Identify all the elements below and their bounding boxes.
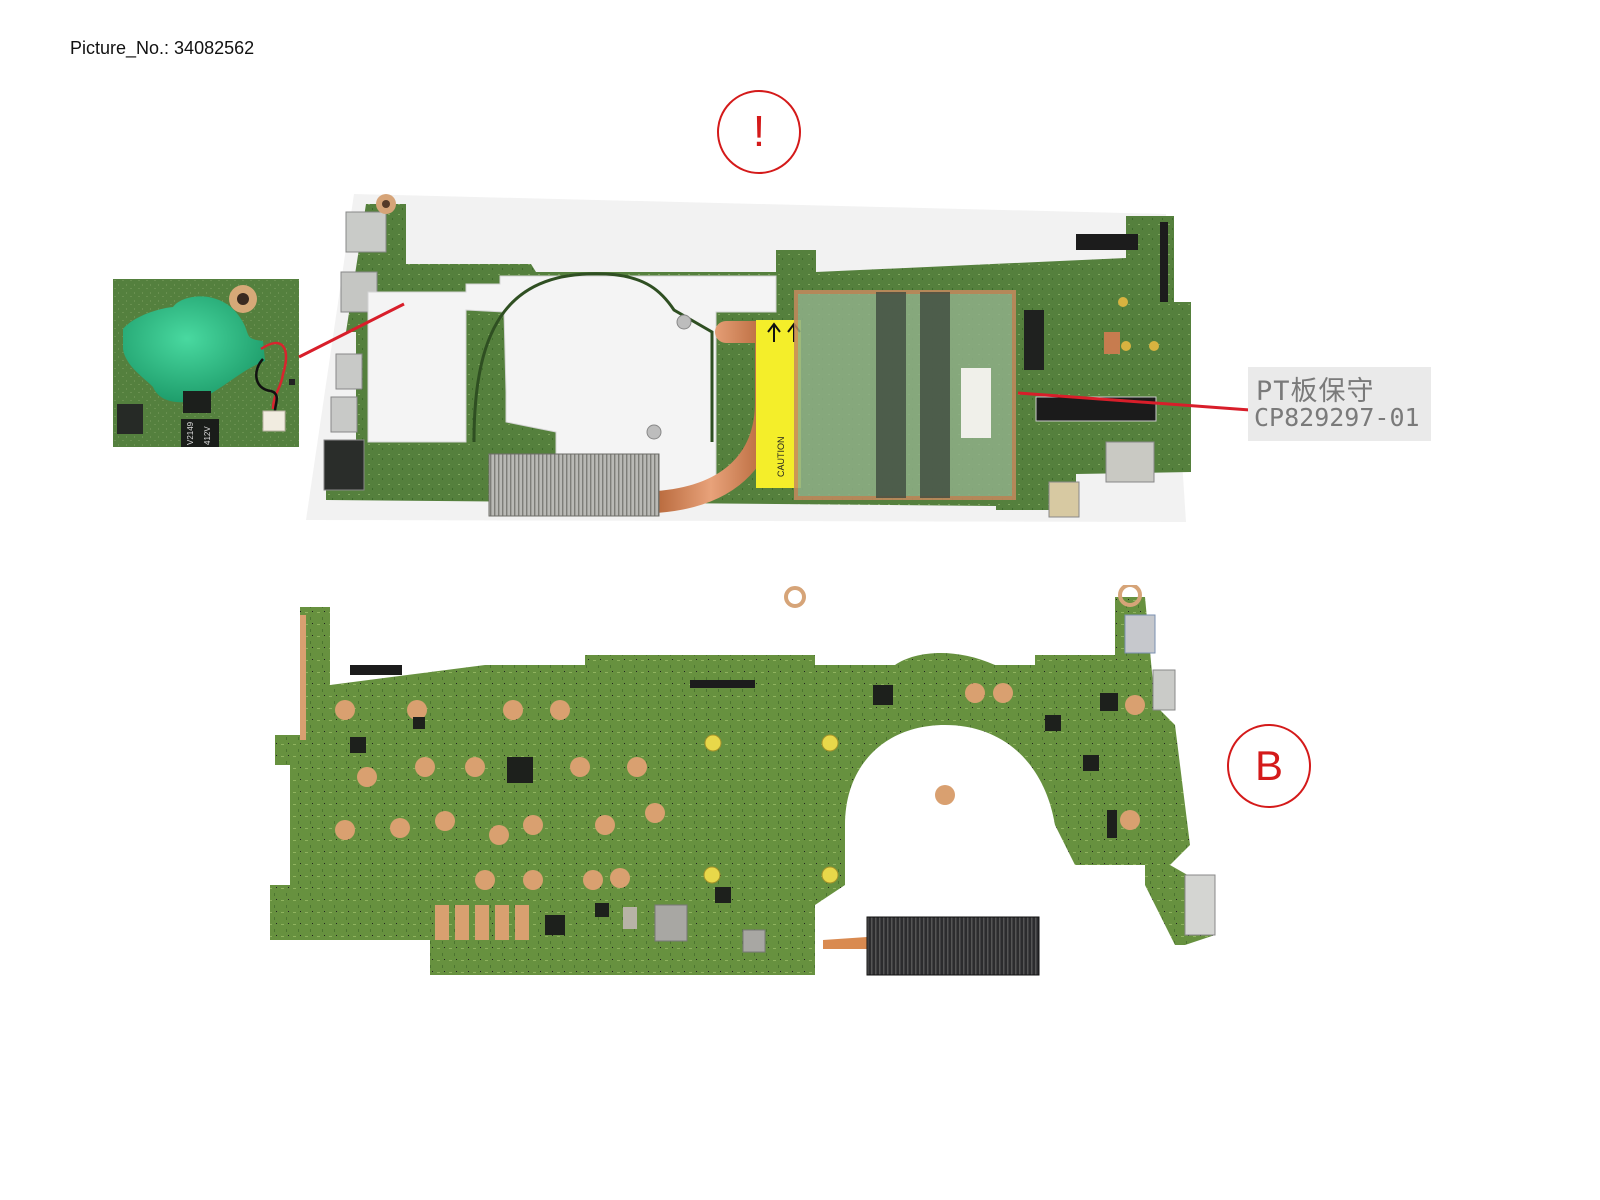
standoff <box>1121 341 1131 351</box>
part-label-number: CP829297-01 <box>1254 403 1420 432</box>
coin-battery <box>123 296 265 403</box>
callout-symbol: ! <box>752 107 766 156</box>
edge-connector <box>1160 222 1168 302</box>
screw <box>676 314 692 330</box>
chip <box>181 419 219 447</box>
copper-edge-fingers <box>300 615 529 940</box>
usb-c-port <box>330 396 358 433</box>
connector <box>690 680 755 688</box>
battery-inset-photo: V2149 412V <box>113 279 299 447</box>
part-number-label: PT板保守 CP829297-01 <box>1248 367 1431 441</box>
callout-letter: B <box>1254 742 1283 789</box>
pcb-board <box>270 597 1215 975</box>
capacitor <box>623 907 637 929</box>
heat-pipe <box>823 937 867 949</box>
component <box>1104 332 1120 354</box>
heatsink-fin-stack <box>866 916 1040 976</box>
copper-pads <box>335 683 1145 890</box>
display-connector <box>1035 396 1157 422</box>
usb-c-port <box>335 353 363 390</box>
standoffs <box>703 734 839 884</box>
ssd-connector <box>1076 234 1138 250</box>
part-sticker <box>961 368 991 438</box>
chip <box>117 404 143 434</box>
picture-number: Picture_No.: 34082562 <box>70 38 255 58</box>
red-wire <box>260 341 288 410</box>
caution-label <box>756 320 801 488</box>
chip-marking: V2149 <box>186 421 195 445</box>
usb-c-port <box>1184 874 1216 936</box>
ethernet-port <box>323 439 365 491</box>
mounting-hole <box>1118 585 1142 607</box>
caution-text: CAUTION <box>776 437 786 478</box>
screw <box>646 424 662 440</box>
inductor <box>742 929 766 953</box>
chip <box>183 391 211 413</box>
arrow-icon <box>767 322 781 342</box>
chip-marking: 412V <box>203 426 212 445</box>
mainboard-bottom-photo <box>270 585 1216 976</box>
exclamation-callout-icon: ! <box>717 90 801 174</box>
plate-cutout-edge <box>472 272 714 443</box>
hdmi-port <box>1152 669 1176 711</box>
rf-shield <box>1105 441 1155 483</box>
part-label-name: PT板保守 <box>1256 376 1375 407</box>
connector <box>350 665 402 675</box>
standoff <box>1118 297 1128 307</box>
dimm-slot <box>920 292 950 498</box>
m2-connector <box>1024 310 1044 370</box>
mounting-hole <box>784 586 806 608</box>
inductor <box>654 904 688 942</box>
standoff <box>1149 341 1159 351</box>
callout-b-icon: B <box>1227 724 1311 808</box>
chips <box>350 685 1118 935</box>
usb-port <box>345 211 387 253</box>
sim-slot <box>1048 481 1080 518</box>
mainboard-top-photo: CAUTION <box>306 194 1191 522</box>
dimm-slot <box>876 292 906 498</box>
black-wire <box>255 358 278 412</box>
fan-fin-stack <box>488 453 660 517</box>
usb-port <box>1124 614 1156 654</box>
battery-connector <box>262 410 286 432</box>
